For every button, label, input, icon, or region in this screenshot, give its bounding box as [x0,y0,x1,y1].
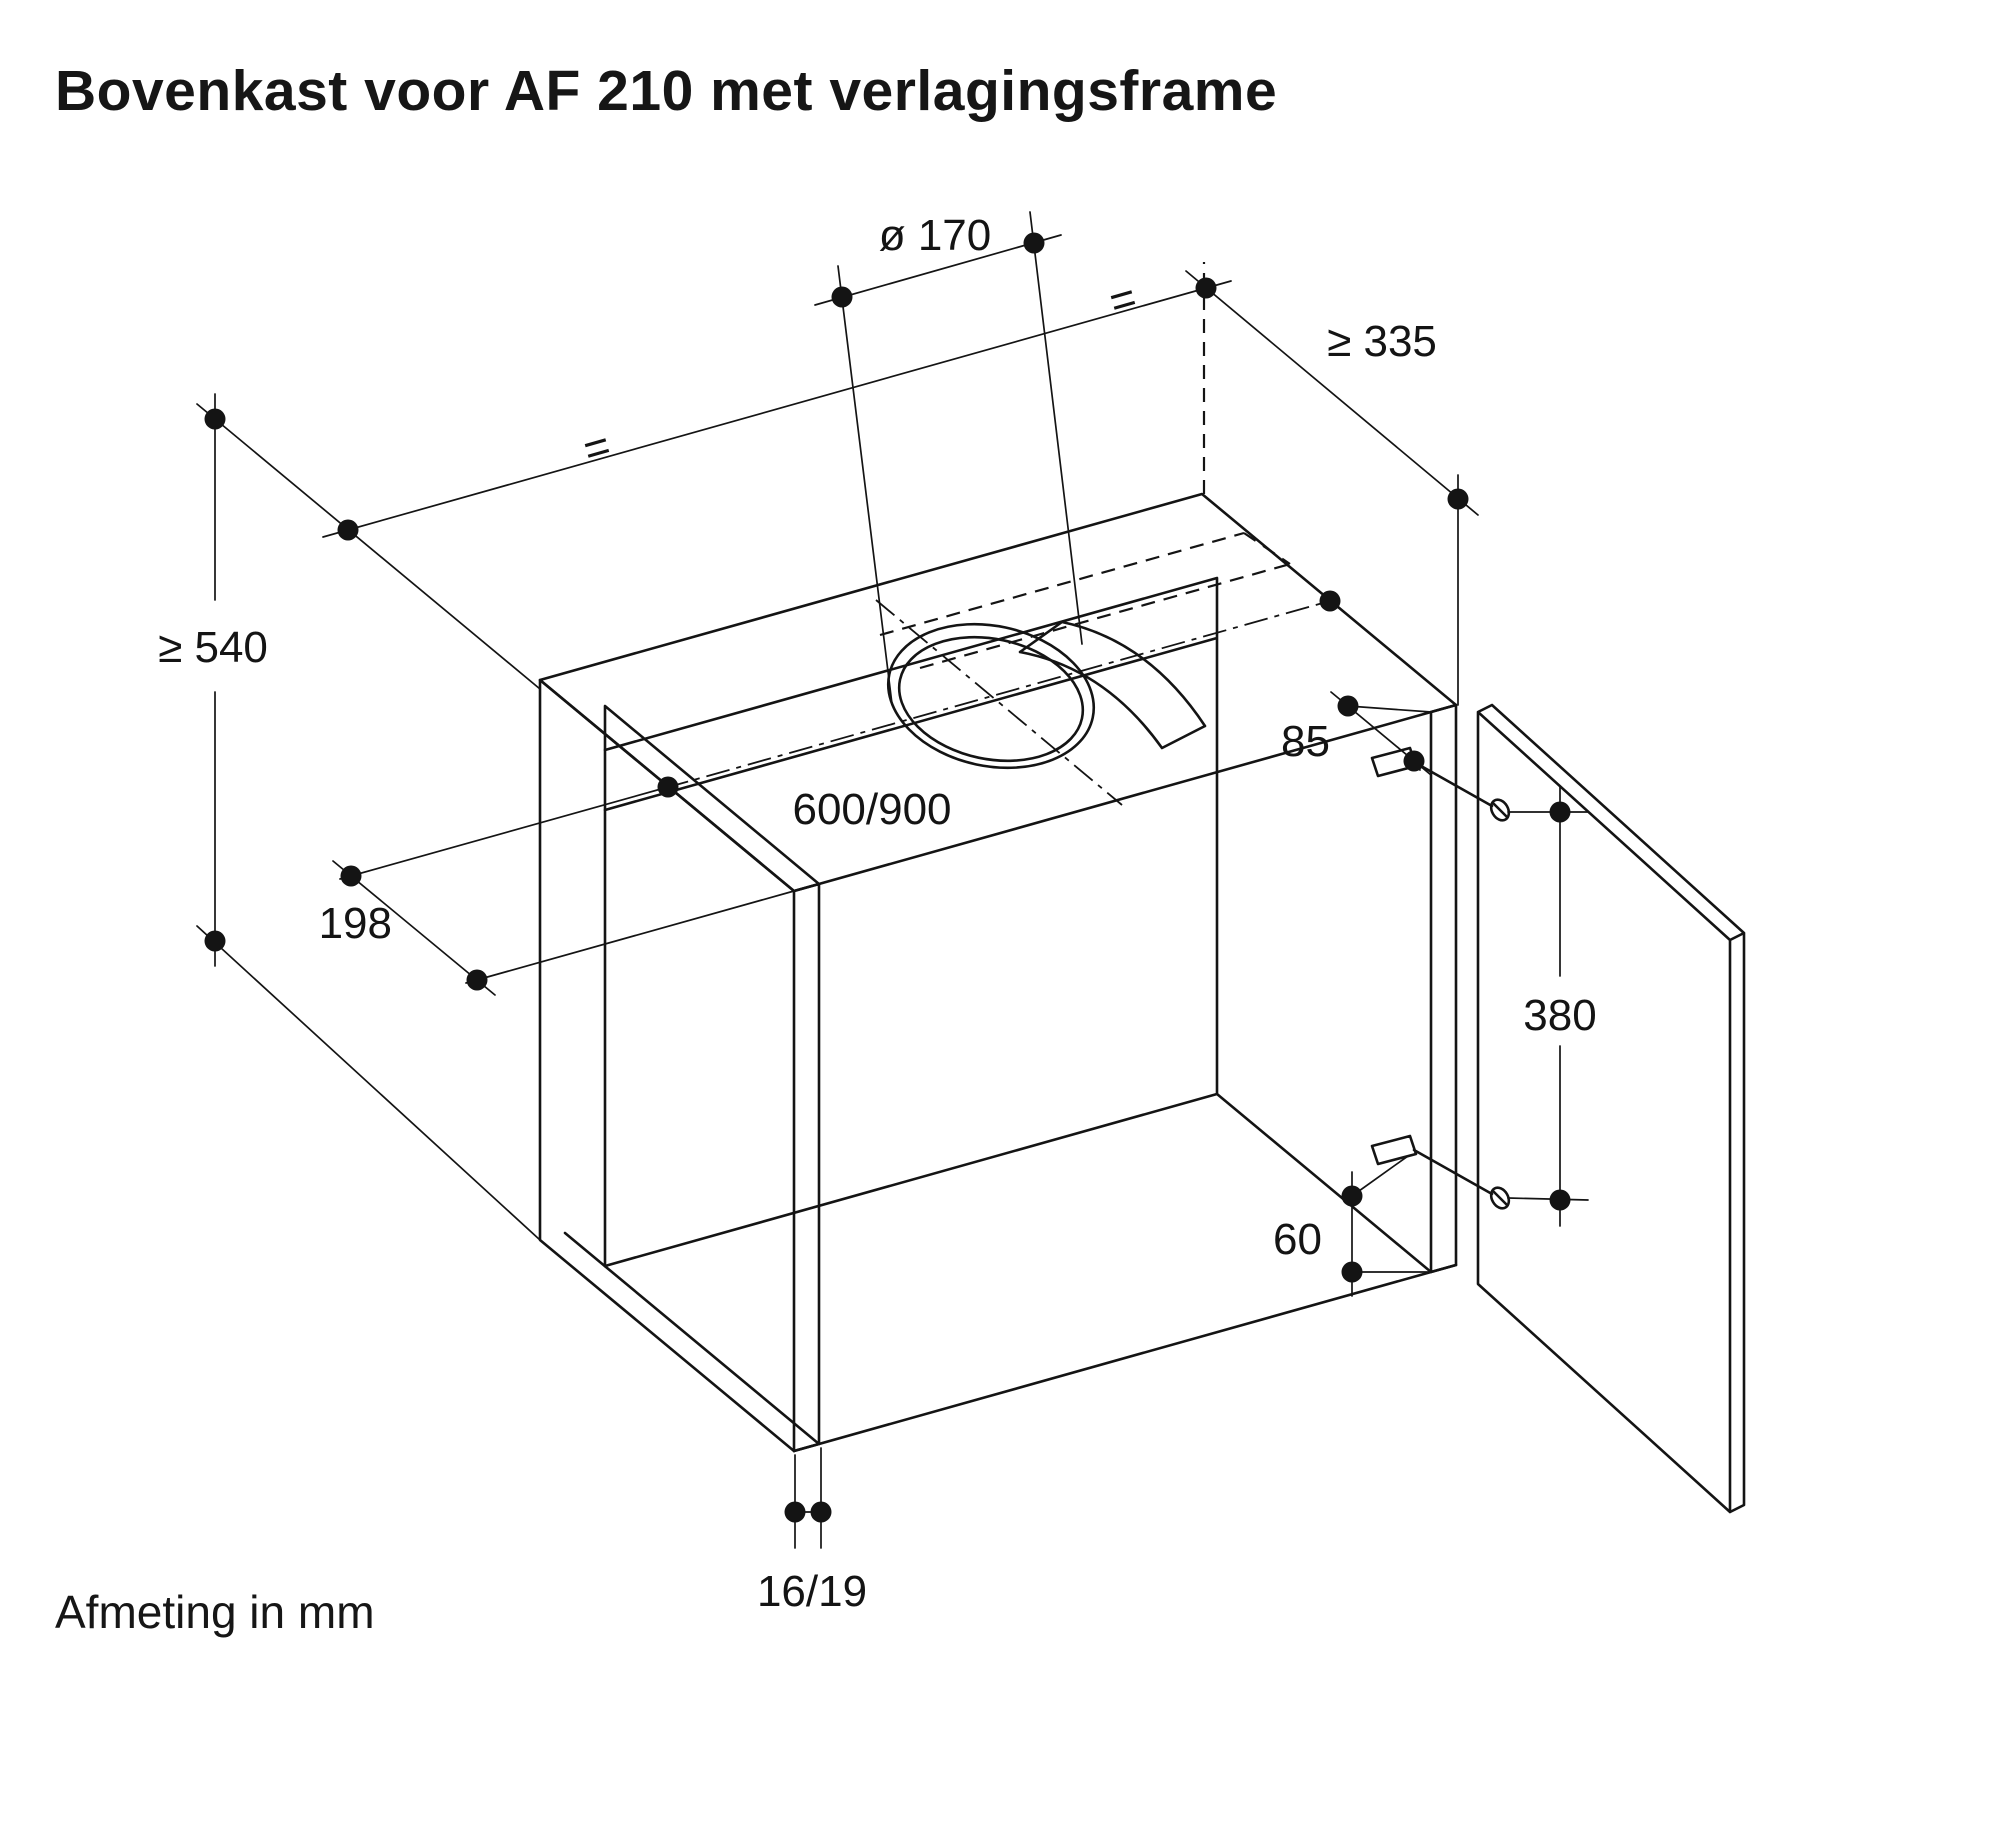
hinge-top [1370,746,1509,819]
dim-dot [466,969,488,991]
dim-dot [1341,1185,1363,1207]
dim-dot [1319,590,1341,612]
label-panel-thickness: 16/19 [757,1567,867,1616]
dim-line-min-rear-depth [1185,270,1479,706]
dim-dot [1549,1189,1571,1211]
label-min-rear-depth: ≥ 335 [1327,317,1437,366]
cabinet-bottom-panel [603,1092,1458,1453]
label-hole-diameter: ø 170 [879,211,992,260]
page-title: Bovenkast voor AF 210 met verlagingsfram… [55,59,1278,123]
exhaust-hole-inner [897,635,1085,763]
dim-dot [1023,232,1045,254]
units-note: Afmeting in mm [55,1586,375,1638]
dim-dot [1337,695,1359,717]
dim-dot [1403,750,1425,772]
dimension-endpoint-dots [204,232,1571,1523]
dim-line-equal-spacing [322,280,1232,538]
cabinet-right-panel-edge [1429,703,1458,1274]
hidden-frame-edges [879,262,1291,670]
label-hinge-span: 380 [1523,991,1596,1040]
dim-dot [1447,488,1469,510]
dim-dot [831,286,853,308]
dim-dot [204,930,226,952]
equal-mark-left: = [578,421,616,475]
cabinet-door-open [1476,703,1746,1514]
dim-dot [657,776,679,798]
cabinet-left-panel-inner-face [603,704,821,1268]
lowering-frame-deflector [1018,620,1207,750]
cabinet-back-rail [603,576,1219,1096]
cabinet-top-face [538,492,1458,893]
label-cabinet-width: 600/900 [792,785,951,834]
label-hinge-bottom-offset: 60 [1273,1215,1322,1264]
hinge-top-screw-icon [1489,798,1511,822]
dim-dot [1549,801,1571,823]
dim-line-hole-center-depth [332,786,795,996]
dim-dot [1195,277,1217,299]
exhaust-hole-outer [886,622,1096,770]
dim-line-hinge-span [1507,785,1589,1227]
label-hole-center-depth: 198 [319,899,392,948]
equal-mark-right: = [1104,273,1142,327]
hole-center-lines [664,599,1331,806]
label-min-height: ≥ 540 [158,623,268,672]
dim-dot [340,865,362,887]
dim-dot [337,519,359,541]
dim-line-hole-diameter [814,211,1083,705]
dim-dot [204,408,226,430]
dim-dot [784,1501,806,1523]
dim-dot [1341,1261,1363,1283]
dim-line-min-height [196,393,541,1241]
dim-line-panel-thickness [794,1447,822,1549]
hinge-bottom-screw-icon [1489,1186,1511,1210]
label-hinge-top-offset: 85 [1281,717,1330,766]
dim-dot [810,1501,832,1523]
hinge-bottom [1370,1134,1509,1207]
